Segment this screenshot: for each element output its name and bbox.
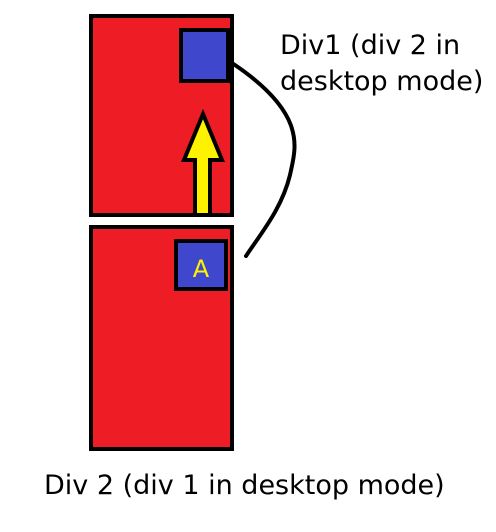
connector-curve <box>230 61 297 258</box>
div1-label: Div1 (div 2 in desktop mode) <box>280 28 483 100</box>
div2-label-text: Div 2 (div 1 in desktop mode) <box>44 470 445 501</box>
div1-label-line1: Div1 (div 2 in <box>280 30 461 61</box>
up-arrow-icon <box>181 108 225 217</box>
div1-square <box>179 28 230 83</box>
div2-square-letter: A <box>193 255 210 283</box>
div2-square <box>174 239 228 291</box>
div1-label-line2: desktop mode) <box>280 66 484 97</box>
div2-label: Div 2 (div 1 in desktop mode) <box>44 468 445 504</box>
